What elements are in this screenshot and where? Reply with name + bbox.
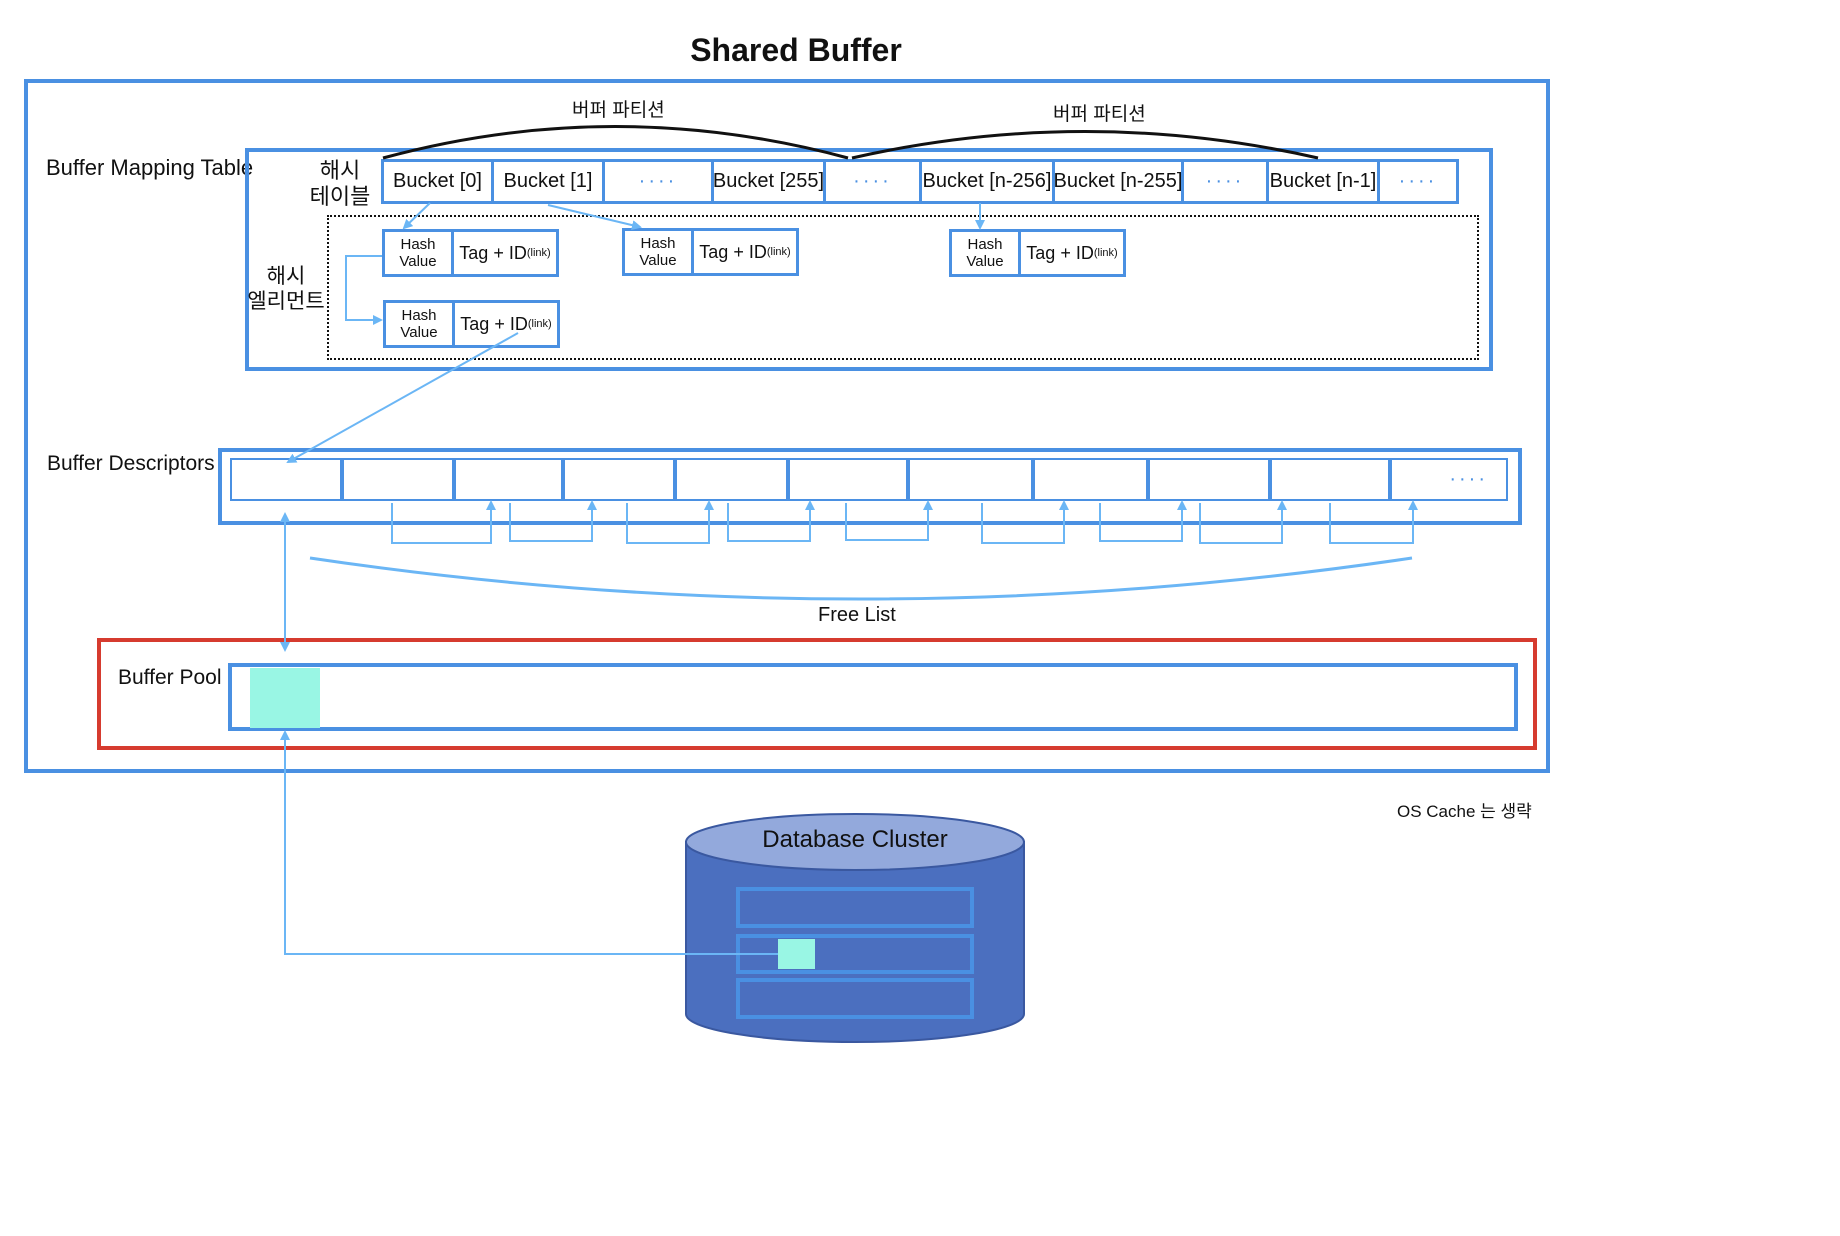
link-subscript: (link) — [526, 247, 551, 259]
free-list-label: Free List — [818, 604, 896, 626]
bucket-1: Bucket [1] — [491, 159, 605, 204]
partition-brace-2 — [851, 130, 1319, 160]
shared-buffer-frame — [24, 79, 1550, 773]
free-list-link — [509, 500, 597, 542]
element-chain-arrow — [345, 255, 383, 325]
buffer-descriptor — [342, 458, 454, 501]
hash-element: Hash Value Tag + ID(link) — [383, 300, 560, 348]
link-subscript: (link) — [1093, 247, 1118, 259]
database-cluster-label: Database Cluster — [762, 826, 948, 853]
buffer-pool-frame — [97, 638, 1537, 750]
buffer-pool-slots — [228, 663, 1518, 731]
buffer-descriptor — [908, 458, 1033, 501]
buffer-descriptors-label: Buffer Descriptors — [47, 452, 215, 475]
descriptor-row: ···· — [230, 458, 1508, 501]
hash-value-cell: Hash Value — [385, 232, 454, 274]
bucket-ellipsis-3: ···· — [1181, 159, 1269, 204]
free-list-link — [391, 500, 496, 544]
buffer-descriptor — [1033, 458, 1148, 501]
load-page-arrow — [280, 730, 778, 955]
free-list-links — [391, 500, 1418, 544]
bucket-255: Bucket [255] — [711, 159, 826, 204]
descriptor-ellipsis-text: ···· — [1449, 468, 1488, 490]
buffer-descriptor — [1148, 458, 1270, 501]
bucket-n-255: Bucket [n-255] — [1052, 159, 1184, 204]
buffer-pool-label: Buffer Pool — [118, 666, 222, 689]
hash-value-line2: Value — [639, 252, 677, 269]
tag-id-text: Tag + ID — [699, 241, 767, 262]
bucket1-arrow — [547, 204, 642, 231]
partition-label-2: 버퍼 파티션 — [1053, 104, 1146, 125]
free-list-link — [845, 500, 933, 541]
buffer-mapping-table-label: Buffer Mapping Table — [46, 155, 254, 180]
diagram-title: Shared Buffer — [690, 32, 902, 68]
tag-id-text: Tag + ID — [459, 242, 527, 263]
free-list-link — [626, 500, 714, 544]
hash-table-label-line1: 해시 — [319, 158, 361, 183]
hash-element-label: 해시 엘리먼트 — [246, 264, 326, 314]
os-cache-note: OS Cache 는 생략 — [1397, 802, 1532, 821]
free-list-link — [1099, 500, 1187, 542]
link-subscript: (link) — [527, 318, 552, 330]
hash-value-cell: Hash Value — [952, 232, 1021, 274]
hash-value-line2: Value — [966, 253, 1004, 270]
tag-id-cell: Tag + ID(link) — [694, 231, 796, 273]
database-block — [736, 887, 974, 928]
buffer-descriptor — [788, 458, 908, 501]
database-body — [685, 841, 1025, 1043]
buffer-descriptor — [1270, 458, 1390, 501]
hash-element-label-line1: 해시 — [266, 265, 306, 288]
free-list-link — [1199, 500, 1287, 544]
bucket-ellipsis-4: ···· — [1377, 159, 1459, 204]
hash-table-label: 해시 테이블 — [300, 158, 380, 210]
buffer-descriptor — [675, 458, 788, 501]
database-cylinder — [685, 813, 1025, 1043]
buffer-descriptor-ellipsis: ···· — [1390, 458, 1508, 501]
bucket-ellipsis-2: ···· — [823, 159, 922, 204]
partition-brace-1 — [382, 125, 849, 160]
free-list-link — [1329, 500, 1418, 544]
tag-id-cell: Tag + ID(link) — [1021, 232, 1123, 274]
hash-value-line1: Hash — [967, 236, 1003, 253]
free-list-link — [981, 500, 1069, 544]
hash-table-label-line2: 테이블 — [309, 184, 371, 209]
database-top — [685, 813, 1025, 871]
database-page — [778, 939, 815, 969]
bucket-n-1: Bucket [n-1] — [1266, 159, 1380, 204]
hash-value-cell: Hash Value — [625, 231, 694, 273]
buffer-page — [250, 668, 320, 728]
hash-element: Hash Value Tag + ID(link) — [622, 228, 799, 276]
buffer-descriptor — [230, 458, 342, 501]
bucket-n-256: Bucket [n-256] — [919, 159, 1055, 204]
buffer-descriptor — [563, 458, 675, 501]
element-descriptor-arrow — [286, 332, 519, 463]
hash-element: Hash Value Tag + ID(link) — [949, 229, 1126, 277]
hash-value-cell: Hash Value — [386, 303, 455, 345]
buffer-descriptor — [454, 458, 563, 501]
free-list-link — [727, 500, 815, 542]
hash-value-line1: Hash — [640, 235, 676, 252]
tag-id-cell: Tag + ID(link) — [454, 232, 556, 274]
buffer-mapping-table-frame — [245, 148, 1493, 371]
hash-value-line2: Value — [400, 324, 438, 341]
tag-id-text: Tag + ID — [1026, 242, 1094, 263]
hash-value-line1: Hash — [401, 307, 437, 324]
hash-value-line2: Value — [399, 253, 437, 270]
hash-value-line1: Hash — [400, 236, 436, 253]
bucket0-arrow — [402, 202, 431, 230]
buffer-descriptors-frame — [218, 448, 1522, 525]
link-subscript: (link) — [766, 246, 791, 258]
tag-id-cell: Tag + ID(link) — [455, 303, 557, 345]
tag-id-text: Tag + ID — [460, 313, 528, 334]
partition-label-1: 버퍼 파티션 — [572, 100, 665, 121]
hash-element-area — [327, 215, 1479, 360]
free-list-brace — [309, 556, 1413, 601]
hash-element: Hash Value Tag + ID(link) — [382, 229, 559, 277]
hash-element-label-line2: 엘리먼트 — [247, 290, 325, 313]
database-block — [736, 978, 974, 1019]
